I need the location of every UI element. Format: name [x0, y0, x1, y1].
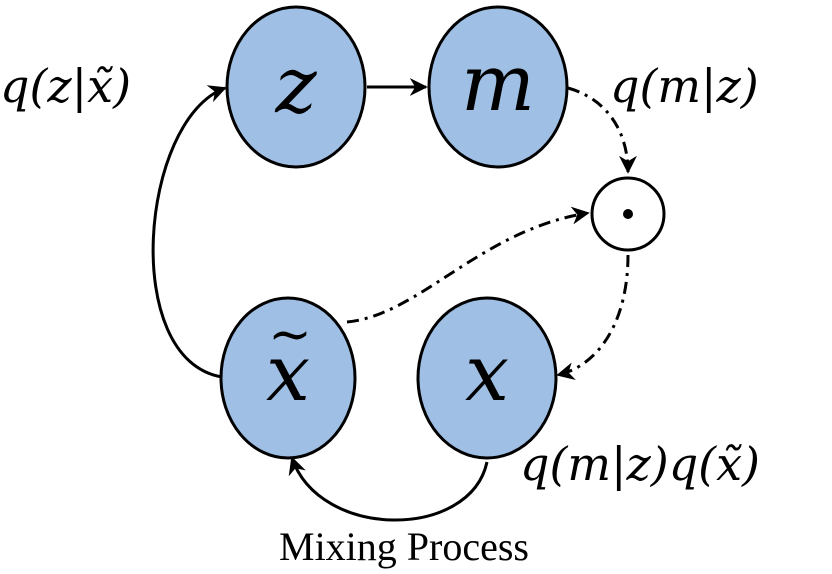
node-x: x	[416, 296, 558, 460]
edge-m-to-operator	[567, 86, 637, 174]
node-z: z	[225, 5, 367, 169]
label-mixing-process: Mixing Process	[279, 524, 529, 569]
node-x-tilde: x ~	[219, 296, 357, 460]
node-m-label: m	[461, 39, 535, 129]
label-q-m-given-z: q(m|z)	[610, 59, 759, 113]
node-x-tilde-accent: ~	[268, 305, 312, 365]
node-x-label: x	[465, 329, 509, 419]
edge-x-to-xtilde-mixing	[288, 456, 489, 522]
operator-node	[590, 176, 666, 252]
label-q-m-given-z-q-xtilde: q(m|z)q(x̃)	[520, 437, 760, 491]
node-z-label: z	[274, 41, 317, 131]
operator-dot-icon	[623, 209, 633, 219]
node-x-tilde-label: x	[266, 329, 310, 419]
edge-operator-to-x	[556, 254, 630, 380]
edge-xtilde-to-z	[151, 85, 227, 379]
edge-xtilde-to-operator	[346, 206, 590, 324]
node-m: m	[427, 5, 569, 169]
label-q-z-given-xtilde: q(z|x̃)	[0, 59, 131, 113]
